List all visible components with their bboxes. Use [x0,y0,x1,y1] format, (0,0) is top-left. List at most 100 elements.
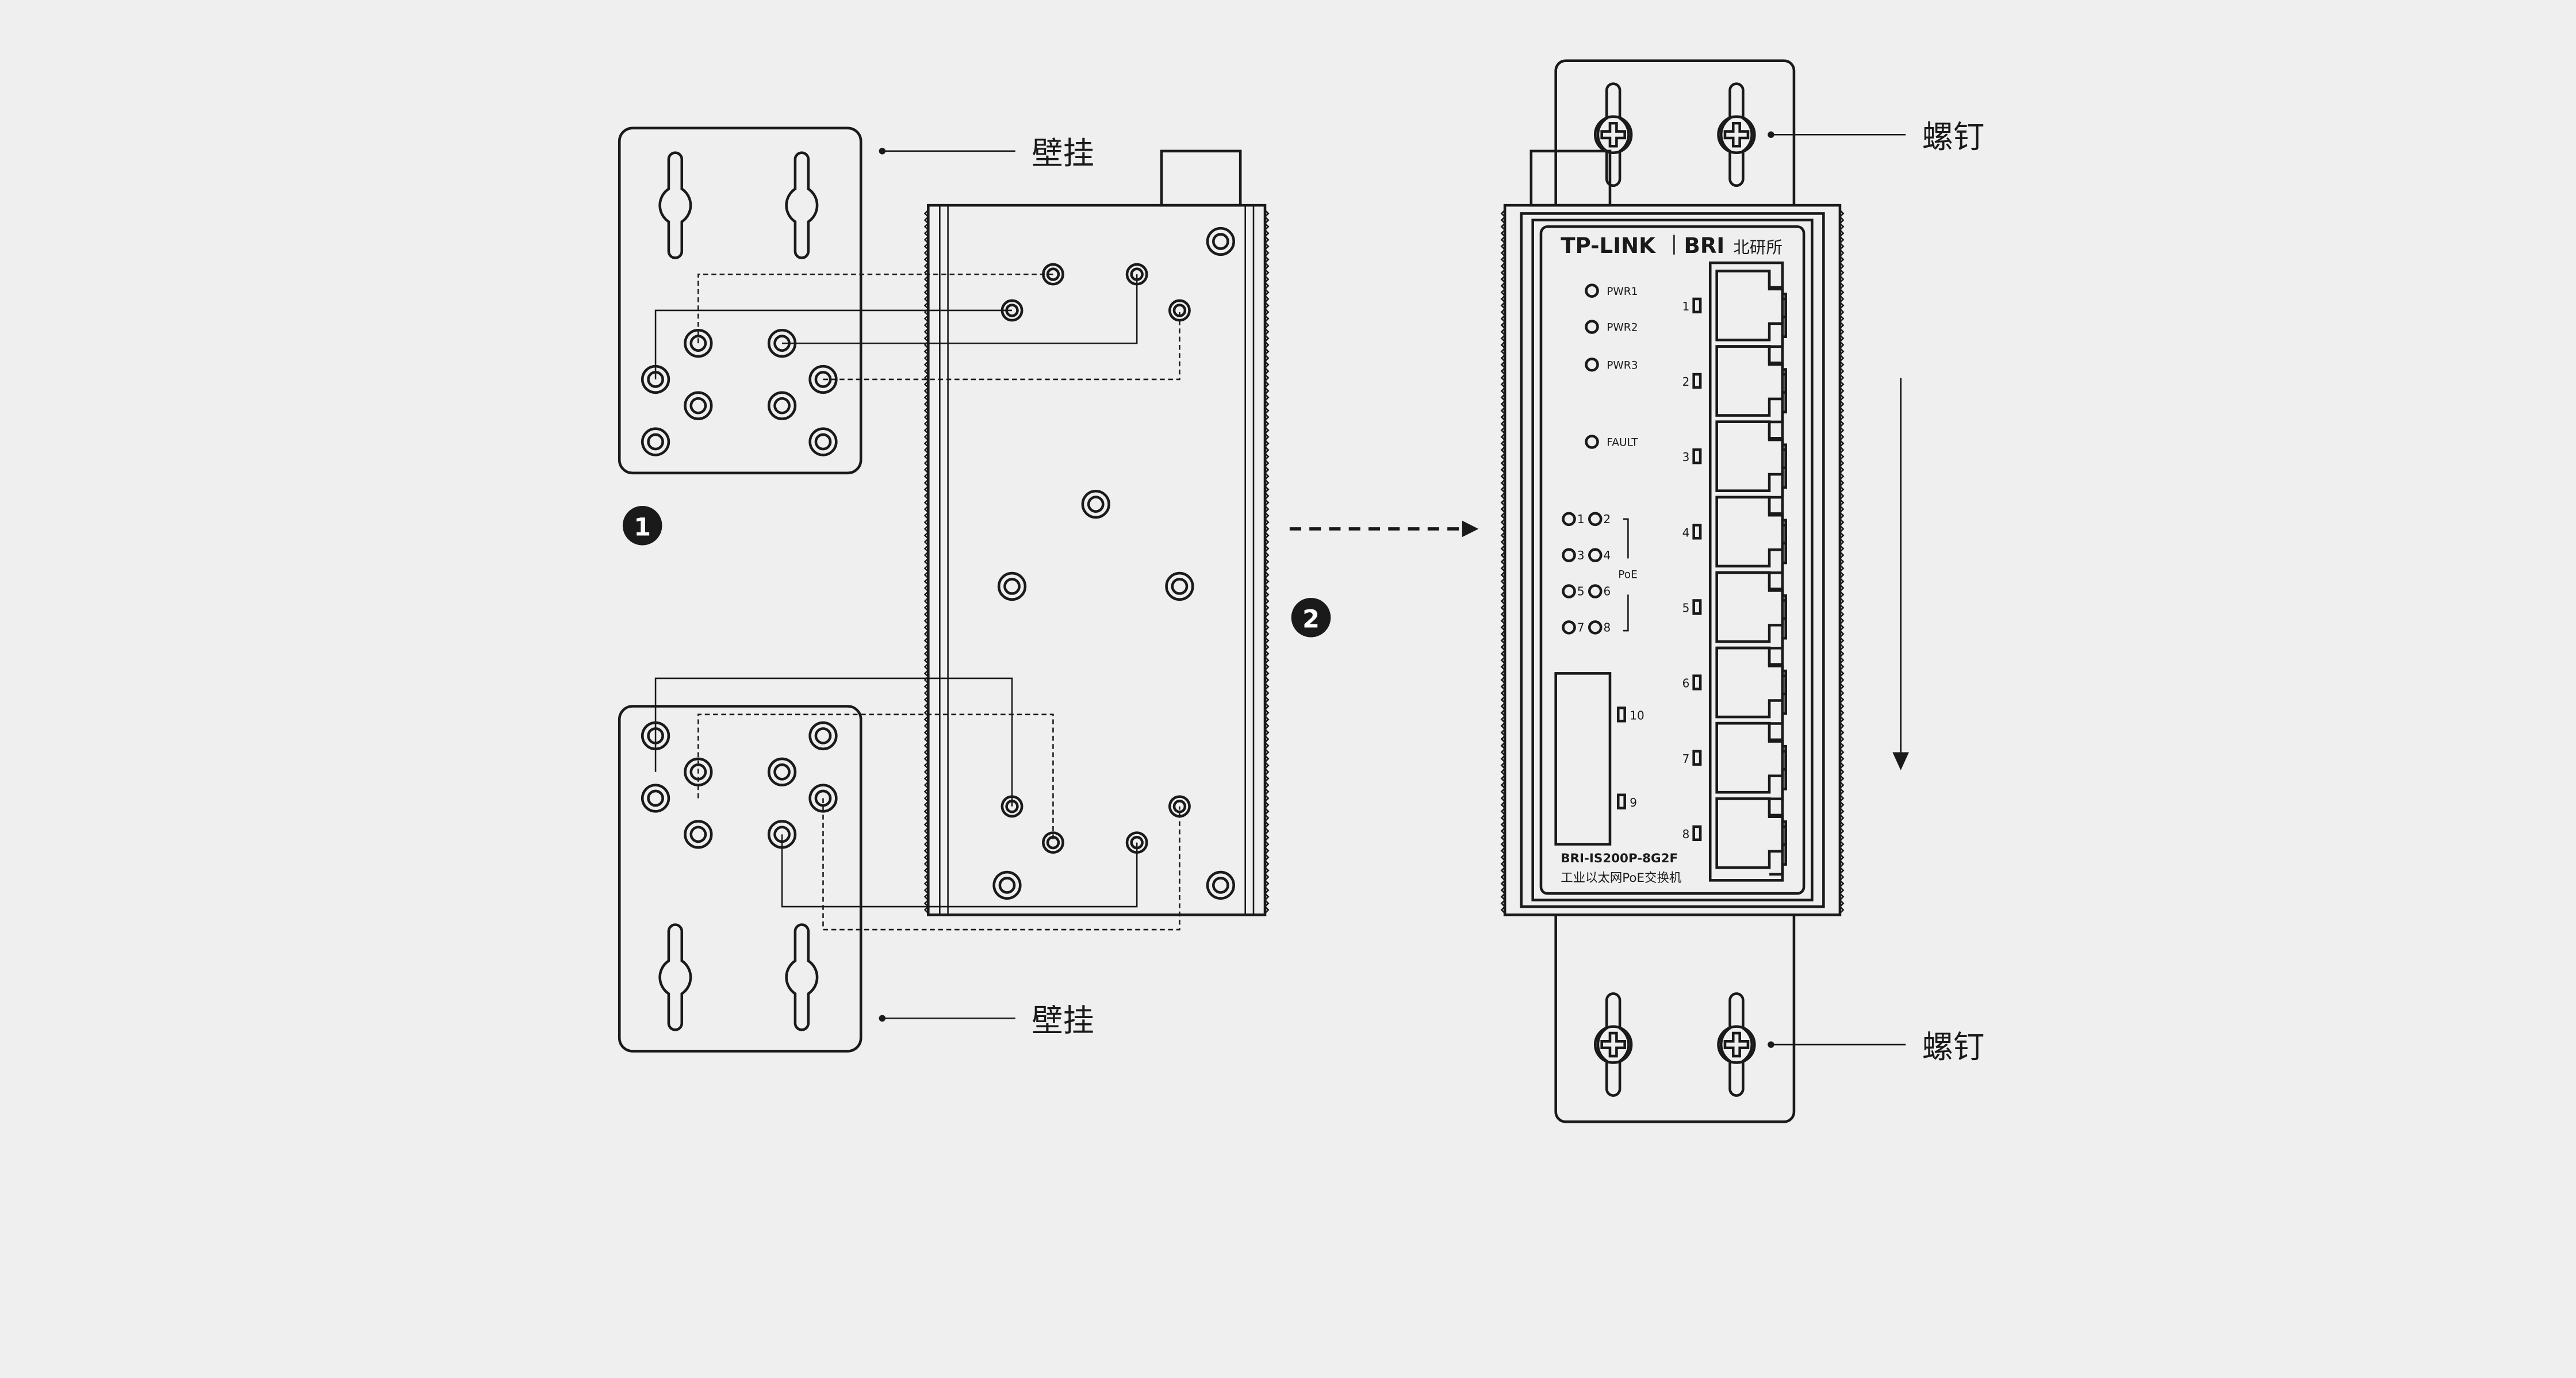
tp-link-logo: TP-LINK [1561,233,1656,258]
screw-hole [684,820,713,849]
port-link-led [1692,599,1702,615]
pwr3-led [1585,357,1599,372]
keyhole-slot [785,151,819,259]
screw-hole [684,328,713,358]
sfp-number: 10 [1630,708,1644,722]
keyhole-slot [658,151,692,259]
screw-hole [684,391,713,420]
screw-hole-inner [773,826,791,843]
screw-hole-inner [647,727,664,744]
screw-hole-inner [1212,233,1229,250]
poe-led [1562,620,1576,635]
screw-hole [808,784,838,813]
screw-hole-inner [1087,496,1105,513]
screw-hole [997,571,1027,601]
screw-hole [1000,795,1023,818]
keyhole-slot [1596,992,1630,1097]
screw-hole [1206,870,1236,900]
rj45-port[interactable] [1716,721,1787,800]
screw-hole [1168,795,1191,818]
poe-led [1588,620,1603,635]
screw-label-bottom: 螺钉 [1922,1029,1985,1065]
screw-hole [808,427,838,456]
keyhole-slot [1596,82,1630,187]
poe-led-number: 1 [1577,512,1585,526]
poe-led-number: 8 [1604,621,1611,635]
rj45-port[interactable] [1716,646,1787,725]
step-2-badge: 2 [1291,597,1331,638]
screw-hole-inner [814,727,832,744]
port-number: 8 [1682,827,1690,841]
rj45-port[interactable] [1716,496,1787,574]
poe-led-number: 5 [1577,585,1585,598]
poe-led [1562,512,1576,527]
pwr1-label: PWR1 [1607,286,1638,298]
screw-hole-inner [689,335,707,352]
screw-hole [808,364,838,394]
screw-cross-icon [1600,1031,1626,1058]
screw-hole-inner [773,335,791,352]
screw-cross-icon [1723,1031,1750,1058]
step-1-badge: 1 [622,505,662,546]
rj45-port[interactable] [1716,345,1787,424]
screw-hole-inner [814,371,832,388]
screw-hole-inner [1172,800,1187,813]
screw-cross-icon [1600,121,1626,148]
screw-hole [767,328,797,358]
poe-led-number: 7 [1577,621,1585,635]
screw-hole-inner [773,397,791,414]
screw-hole [684,757,713,786]
direction-arrow-right [1289,520,1479,538]
rj45-port[interactable] [1716,571,1787,650]
keyhole-slot [1719,82,1753,187]
heat-sink-edge [923,209,930,914]
heat-sink-edge [1839,209,1845,914]
screw-hole-inner [1003,578,1021,595]
screw-hole-inner [689,763,707,781]
port-link-led [1692,524,1702,540]
screw-hole [1081,489,1110,519]
screw-hole-inner [998,877,1016,894]
rj45-port-outline [1715,345,1787,417]
keyhole-slot [658,923,692,1031]
screw-hole-inner [1171,578,1189,595]
keyhole-slot [785,923,819,1031]
rj45-port[interactable] [1716,420,1787,499]
screw-cross-icon [1723,121,1750,148]
rj45-port[interactable] [1716,797,1787,876]
port-number: 2 [1682,375,1690,389]
poe-label: PoE [1618,569,1638,581]
screw-hole [1000,299,1023,322]
poe-led-number: 6 [1604,585,1611,598]
poe-led [1588,548,1603,562]
keyhole-slot [1719,992,1753,1097]
screw-hole-inner [689,826,707,843]
port-link-led [1692,373,1702,389]
screw-hole-inner [1005,304,1019,317]
rj45-port-outline [1715,270,1787,341]
step-2-number: 2 [1302,605,1320,634]
alignment-lines [654,273,1180,931]
bri-logo: BRI [1684,233,1725,258]
pwr2-label: PWR2 [1607,322,1638,334]
screw-head [1717,115,1756,154]
screw-hole [641,784,670,813]
screw-label-top: 螺钉 [1922,119,1985,155]
model-name: BRI-IS200P-8G2F [1561,851,1678,866]
rj45-port-outline [1715,797,1787,869]
pwr3-label: PWR3 [1607,359,1638,371]
rj45-port-outline [1715,721,1787,794]
rj45-port-outline [1715,646,1787,719]
port-link-led [1692,448,1702,465]
screw-hole-inner [647,789,664,807]
port-number: 5 [1682,601,1690,615]
rj45-port[interactable] [1716,270,1787,348]
screw-hole-inner [647,371,664,388]
port-number: 6 [1682,677,1690,690]
poe-led-number: 2 [1604,512,1611,526]
screw-hole [1168,299,1191,322]
poe-led-number: 4 [1604,548,1611,562]
screw-hole-inner [647,433,664,451]
rj45-port-outline [1715,496,1787,568]
